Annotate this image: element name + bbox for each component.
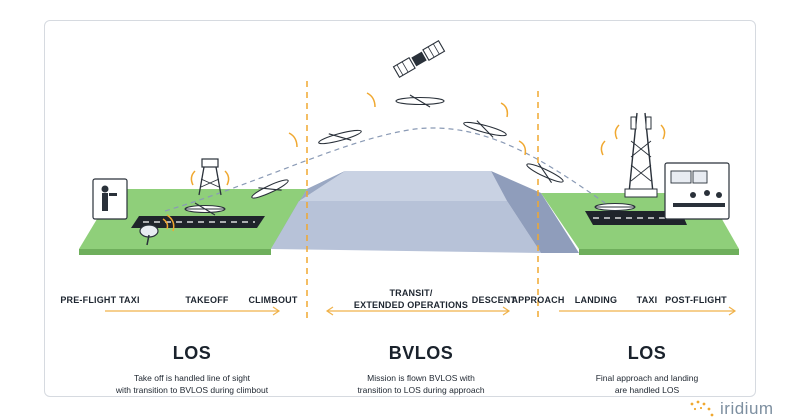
- zone-right-description: Final approach and landing are handled L…: [547, 372, 747, 396]
- pilot-icon: [92, 178, 128, 220]
- zone-right-desc-line1: Final approach and landing: [595, 373, 699, 383]
- zone-right-title: LOS: [627, 343, 667, 363]
- zone-middle-desc-line2: transition to LOS during approach: [357, 385, 485, 395]
- radio-tower-icon: [190, 158, 230, 196]
- phase-approach: APPROACH: [511, 295, 565, 305]
- cell-tower-icon: [614, 112, 666, 198]
- brand-name: iridium: [720, 399, 774, 418]
- left-ground: [79, 189, 307, 255]
- phase-descent: DESCENT: [471, 295, 517, 305]
- phase-post-flight: POST-FLIGHT: [665, 295, 727, 305]
- phase-pre-flight-taxi: PRE-FLIGHT TAXI: [60, 295, 140, 305]
- satellite-dish-icon: [139, 214, 175, 246]
- phase-landing: LANDING: [574, 295, 618, 305]
- flight-path: [164, 127, 606, 212]
- zone-left-desc-line2: with transition to BVLOS during climbout: [115, 385, 269, 395]
- zone-right-desc-line2: are handled LOS: [614, 385, 680, 395]
- signal-waves: [288, 92, 606, 156]
- phase-climbout: CLIMBOUT: [248, 295, 298, 305]
- zone-middle-desc-line1: Mission is flown BVLOS with: [367, 373, 475, 383]
- phase-takeoff: TAKEOFF: [185, 295, 229, 305]
- zone-left-desc-line1: Take off is handled line of sight: [133, 373, 251, 383]
- mountain-plateau: [271, 171, 579, 253]
- flight-scene: [79, 40, 739, 321]
- zone-middle-description: Mission is flown BVLOS with transition t…: [321, 372, 521, 396]
- phase-transit-line1: TRANSIT/: [389, 288, 433, 298]
- control-room-icon: [664, 162, 730, 220]
- bvlos-arrow: [325, 306, 511, 316]
- iridium-logo-icon: [690, 400, 714, 417]
- zone-left-title: LOS: [172, 343, 212, 363]
- phase-transit: TRANSIT/ EXTENDED OPERATIONS: [354, 287, 468, 311]
- zone-left-description: Take off is handled line of sight with t…: [92, 372, 292, 396]
- satellite-icon: [392, 40, 446, 78]
- los-right-arrow: [559, 306, 737, 316]
- drone-icon: [184, 94, 636, 216]
- los-left-arrow: [105, 306, 281, 316]
- phase-transit-line2: EXTENDED OPERATIONS: [353, 300, 469, 310]
- zone-middle-title: BVLOS: [388, 343, 454, 363]
- phase-taxi: TAXI: [636, 295, 658, 305]
- diagram-frame: PRE-FLIGHT TAXI TAKEOFF CLIMBOUT TRANSIT…: [44, 20, 756, 397]
